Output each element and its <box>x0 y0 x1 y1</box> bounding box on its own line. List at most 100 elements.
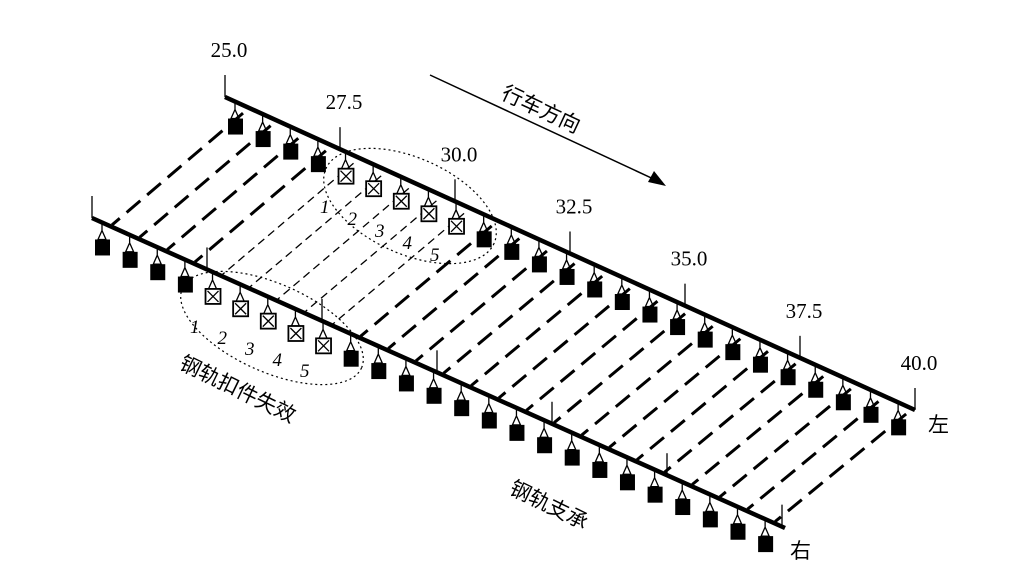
sleeper-line <box>497 287 631 400</box>
sleeper-line <box>166 137 300 251</box>
support-block-icon <box>398 375 414 392</box>
support-block-icon <box>559 268 575 285</box>
rail-support <box>476 214 492 248</box>
failed-fastener <box>259 296 277 330</box>
rail-support <box>537 420 553 454</box>
rail-support <box>619 457 635 491</box>
rail-support <box>642 289 658 323</box>
support-block-icon <box>587 281 603 298</box>
failed-fastener <box>204 271 222 305</box>
distance-label: 32.5 <box>556 195 593 219</box>
right-rail-label: 右 <box>790 539 811 563</box>
rail-support <box>614 277 630 311</box>
distance-label: 37.5 <box>786 299 823 323</box>
support-block-icon <box>835 394 851 411</box>
sleeper-line <box>138 124 272 239</box>
failure-zones <box>180 147 497 386</box>
failed-fastener <box>315 321 332 355</box>
sleeper-line <box>608 337 742 449</box>
support-block-icon <box>808 381 824 398</box>
x-mark-icon <box>395 195 408 208</box>
support-block-icon <box>647 486 663 503</box>
failed-index-label: 2 <box>218 328 228 349</box>
failed-index-label: 3 <box>374 221 385 242</box>
sleeper-line <box>663 362 797 474</box>
x-mark-icon <box>340 170 352 183</box>
distance-ticks: 25.027.530.032.535.037.540.0 <box>91 38 937 527</box>
rail-support <box>863 389 879 423</box>
support-block-icon <box>343 350 359 367</box>
failed-index-label: 1 <box>190 317 200 338</box>
failed-index-label: 5 <box>430 245 440 266</box>
rail-support <box>702 494 718 528</box>
sleeper-line <box>414 249 548 363</box>
sleeper-line <box>691 375 825 486</box>
direction-label: 行车方向 <box>498 81 584 138</box>
rail-support <box>531 239 547 273</box>
distance-label: 30.0 <box>441 142 478 166</box>
rail-support <box>454 383 470 417</box>
support-block-icon <box>283 143 299 160</box>
support-block-icon <box>675 499 691 516</box>
rail-support <box>398 358 414 392</box>
sleeper-line <box>636 350 769 461</box>
rail-support <box>95 222 110 256</box>
x-mark-icon <box>422 207 435 220</box>
sleeper-line <box>525 300 659 412</box>
rail-support <box>426 370 442 404</box>
rail-support <box>647 469 663 503</box>
rail-support <box>509 407 525 441</box>
rail-support <box>592 444 608 478</box>
sleeper-line <box>387 237 521 350</box>
failed-index-label: 2 <box>348 209 358 230</box>
sleeper-line <box>746 400 880 511</box>
left-rail-label: 左 <box>928 413 949 437</box>
failure-zone-left <box>323 147 497 265</box>
rail-support <box>504 226 520 260</box>
failed-sleeper-line <box>304 200 437 312</box>
x-mark-icon <box>234 302 247 315</box>
x-mark-icon <box>289 327 302 340</box>
sleeper-line <box>774 412 908 523</box>
support-block-icon <box>150 264 166 281</box>
rail-support <box>697 314 713 348</box>
rail-support <box>564 432 580 466</box>
failed-index-label: 1 <box>320 197 330 218</box>
support-label: 钢轨支承 <box>506 476 592 534</box>
support-block-icon <box>863 406 879 423</box>
support-block-icon <box>371 363 387 380</box>
support-block-icon <box>758 536 774 553</box>
distance-label: 35.0 <box>671 247 708 271</box>
support-block-icon <box>509 424 525 441</box>
support-block-icon <box>310 156 326 173</box>
support-block-icon <box>537 437 553 454</box>
rail-support <box>255 114 271 148</box>
distance-label: 27.5 <box>326 90 363 114</box>
support-block-icon <box>752 356 768 373</box>
failed-sleeper-line <box>332 212 465 325</box>
rail-support <box>343 333 359 367</box>
failed-index-label: 5 <box>300 361 310 382</box>
failed-fastener <box>337 151 355 185</box>
rail-support <box>835 377 851 411</box>
support-block-icon <box>255 131 271 148</box>
sleeper-line <box>580 325 714 437</box>
support-block-icon <box>592 461 608 478</box>
failed-sleeper-line <box>277 187 410 300</box>
support-block-icon <box>725 344 741 361</box>
support-block-icon <box>122 251 138 268</box>
rail-support <box>587 264 603 298</box>
rail-support <box>283 126 299 160</box>
failed-fastener <box>392 176 410 210</box>
failed-fastener <box>365 164 383 198</box>
rail-support <box>725 327 741 361</box>
failed-sleeper-line <box>249 175 382 288</box>
rail-support <box>559 251 575 285</box>
rail-support <box>780 352 796 386</box>
support-block-icon <box>504 243 520 260</box>
rail-support <box>228 101 243 135</box>
rail-support <box>150 247 166 281</box>
